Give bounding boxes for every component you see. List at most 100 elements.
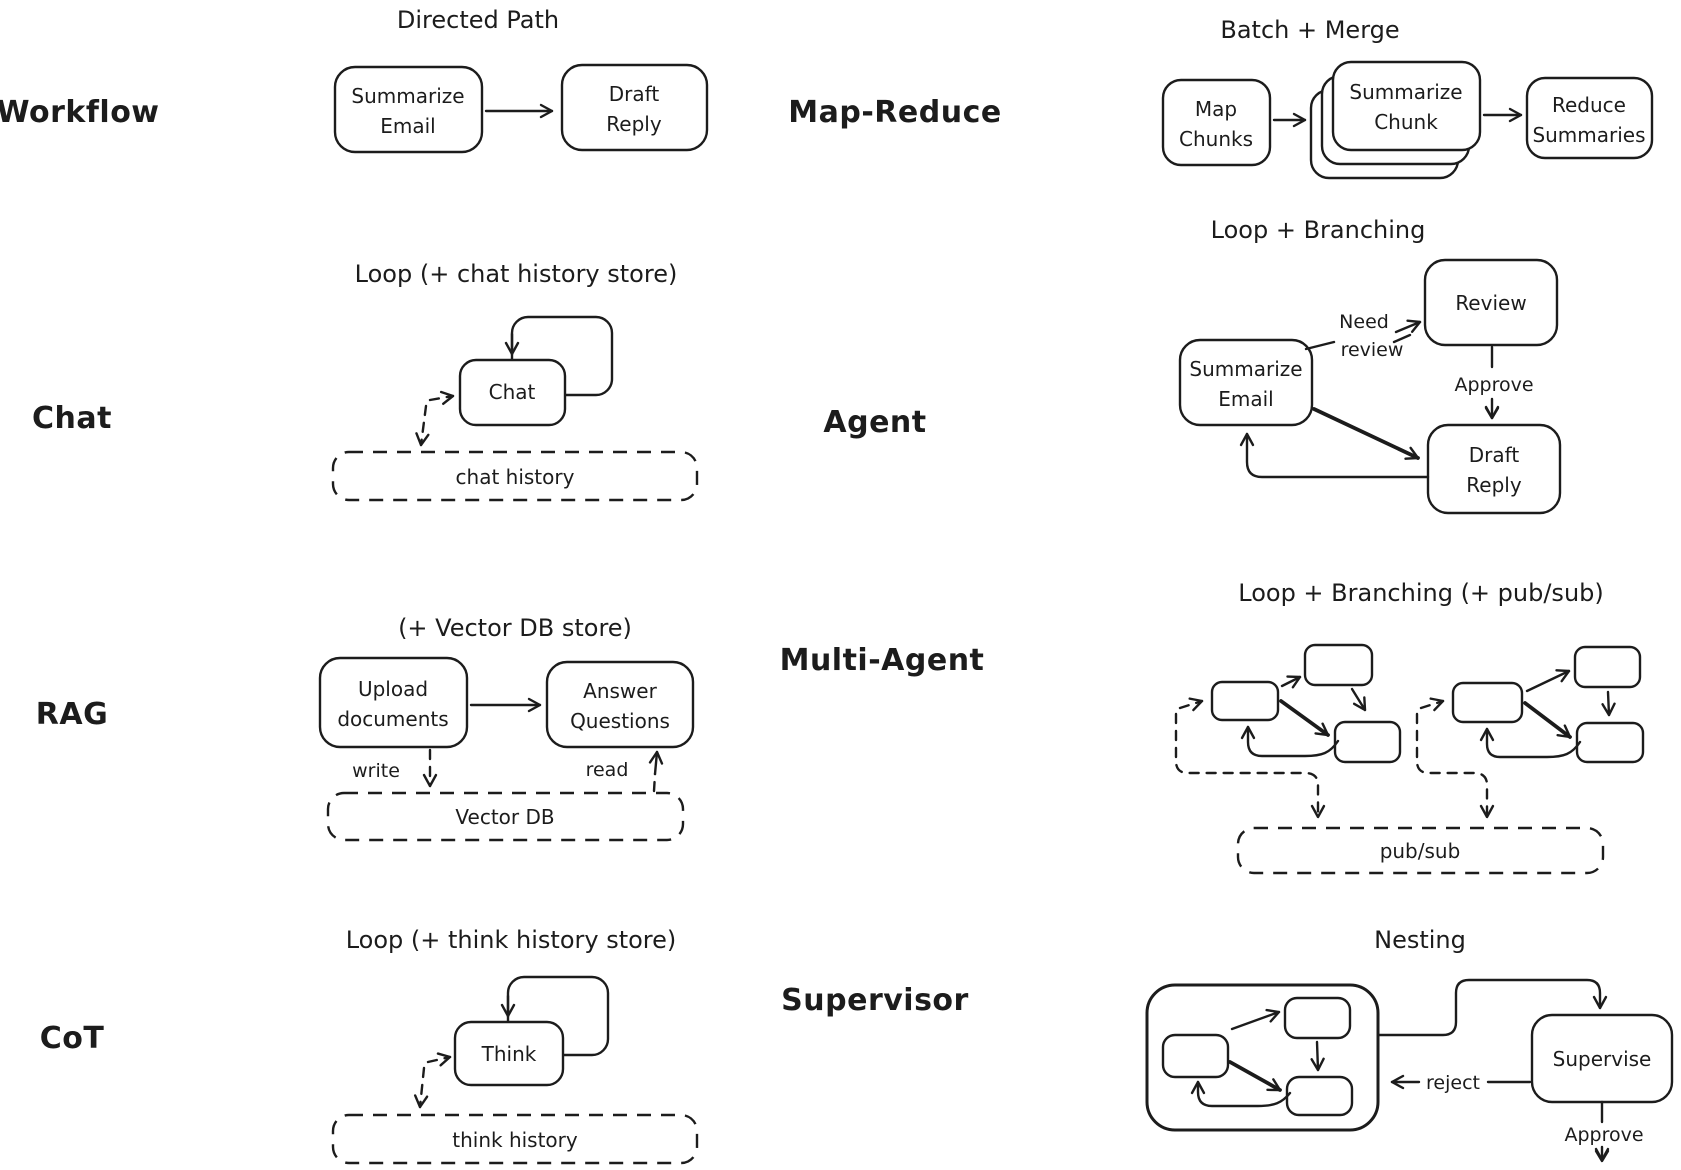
map-reduce-node-reduce-summaries-line1: Reduce	[1552, 93, 1626, 117]
supervisor-inner-bottom-node	[1285, 1075, 1354, 1117]
workflow-section-label: Workflow	[0, 95, 160, 130]
rag-node-upload-documents-line2: documents	[337, 707, 448, 731]
agent-subtitle: Loop + Branching	[1211, 216, 1426, 244]
agent-need-review-tick	[1304, 340, 1336, 351]
multi-agent-pub-sub-store	[1236, 826, 1605, 875]
agent-node-review-label: Review	[1455, 291, 1526, 315]
agent-approve-arrow-chevron2	[1484, 406, 1500, 420]
supervisor-inner-down-arrow	[1310, 1040, 1325, 1072]
supervisor-edge-reject-label: reject	[1426, 1072, 1480, 1094]
agent-node-review	[1423, 258, 1559, 347]
multi-agent-pub-sub-store-label: pub/sub	[1380, 839, 1461, 863]
map-reduce-node-map-chunks	[1161, 78, 1272, 167]
rag-vector-db-store-label: Vector DB	[455, 805, 554, 829]
cot-node	[453, 1020, 565, 1087]
agent-node-draft-reply	[1426, 423, 1562, 515]
multi-agent-left-top-node	[1303, 643, 1374, 687]
section-supervisor: Supervisor Nesting Supervise reject Appr…	[781, 926, 1674, 1163]
rag-edge-write-label: write	[352, 760, 400, 782]
supervisor-approve-arrow-chevron2	[1594, 1149, 1610, 1163]
section-rag: RAG (+ Vector DB store) Upload documents…	[36, 614, 695, 842]
workflow-node-draft-reply-line2: Reply	[606, 112, 662, 136]
multi-agent-section-label: Multi-Agent	[780, 643, 985, 678]
multi-agent-right-down-arrow	[1601, 690, 1616, 717]
agent-loop-back-arrow	[1239, 432, 1430, 479]
supervisor-inner-start-node	[1161, 1033, 1230, 1079]
supervisor-node-supervise-label: Supervise	[1553, 1047, 1652, 1071]
multi-agent-left-start-node	[1210, 680, 1280, 722]
rag-edge-read-label: read	[586, 759, 629, 781]
map-reduce-node-summarize-chunk-line1: Summarize	[1349, 80, 1462, 104]
rag-read-arrow-dashed-part	[652, 772, 657, 793]
agent-edge-approve-label: Approve	[1454, 374, 1533, 396]
cot-subtitle: Loop (+ think history store)	[346, 926, 677, 954]
cot-think-history-store	[331, 1113, 699, 1165]
supervisor-inner-branch-arrow	[1230, 1008, 1281, 1031]
workflow-node-summarize-email-line1: Summarize	[351, 84, 464, 108]
cot-store-down-arrow	[413, 1066, 429, 1109]
rag-node-answer-questions-line2: Questions	[570, 709, 670, 733]
section-chat: Chat Loop (+ chat history store) Chat ch…	[32, 260, 699, 502]
agent-node-summarize-email	[1178, 338, 1314, 427]
agent-draft-arrow	[1312, 407, 1420, 460]
multi-agent-right-start-node	[1451, 681, 1524, 724]
map-reduce-node-summarize-chunk	[1331, 60, 1482, 152]
section-map-reduce: Map-Reduce Batch + Merge Map Chunks Summ…	[788, 16, 1654, 180]
map-reduce-node-summarize-chunk-line2: Chunk	[1374, 110, 1438, 134]
chat-store-in-arrow	[428, 390, 455, 405]
multi-agent-right-sub-arrow	[1419, 697, 1445, 712]
multi-agent-right-top-node	[1573, 645, 1642, 689]
chat-node-label: Chat	[489, 380, 536, 404]
rag-node-upload-documents	[318, 656, 469, 749]
multi-agent-right-bottom-node	[1575, 721, 1645, 764]
agent-node-summarize-email-line1: Summarize	[1189, 357, 1302, 381]
agent-need-review-arrow	[1394, 319, 1422, 334]
map-reduce-section-label: Map-Reduce	[788, 95, 1001, 130]
multi-agent-left-main-arrow	[1279, 699, 1330, 737]
rag-section-label: RAG	[36, 697, 108, 732]
multi-agent-left-bottom-node	[1333, 720, 1402, 764]
multi-agent-right-main-arrow	[1523, 701, 1572, 739]
supervisor-inner-main-arrow	[1228, 1060, 1282, 1092]
chat-section-label: Chat	[32, 401, 112, 436]
workflow-node-summarize-email-line2: Email	[380, 114, 436, 138]
multi-agent-left-loop-back	[1240, 725, 1340, 758]
chat-history-store-label: chat history	[456, 465, 575, 489]
map-reduce-node-reduce-summaries-line2: Summaries	[1532, 123, 1645, 147]
map-reduce-node-reduce-summaries	[1525, 76, 1654, 160]
supervisor-escalate-path	[1376, 978, 1608, 1037]
rag-node-answer-questions-line1: Answer	[583, 679, 657, 703]
multi-agent-subtitle: Loop + Branching (+ pub/sub)	[1238, 579, 1604, 607]
workflow-node-summarize-email	[333, 65, 484, 154]
cot-think-history-store-label: think history	[452, 1128, 578, 1152]
section-cot: CoT Loop (+ think history store) Think t…	[40, 926, 699, 1165]
chat-history-store	[331, 450, 699, 502]
workflow-subtitle: Directed Path	[397, 6, 559, 34]
rag-read-arrow	[648, 750, 664, 776]
cot-section-label: CoT	[40, 1021, 105, 1056]
multi-agent-right-branch-arrow	[1525, 669, 1571, 693]
rag-vector-db-store	[326, 791, 685, 842]
agent-edge-need-review-line2: review	[1341, 339, 1404, 361]
supervisor-section-label: Supervisor	[781, 983, 969, 1018]
multi-agent-left-branch-arrow	[1280, 675, 1302, 689]
supervisor-edge-approve-label: Approve	[1564, 1124, 1643, 1146]
multi-agent-left-down-arrow	[1350, 687, 1367, 712]
multi-agent-right-loop-back	[1479, 727, 1582, 759]
agent-node-summarize-email-line2: Email	[1218, 387, 1274, 411]
agent-node-draft-reply-line2: Reply	[1466, 473, 1522, 497]
chat-subtitle: Loop (+ chat history store)	[355, 260, 678, 288]
multi-agent-right-pub-path	[1415, 712, 1495, 819]
rag-subtitle: (+ Vector DB store)	[398, 614, 632, 642]
multi-agent-left-sub-arrow	[1178, 697, 1204, 712]
agent-edge-need-review-line1: Need	[1339, 311, 1389, 333]
map-reduce-subtitle: Batch + Merge	[1220, 16, 1399, 44]
section-multi-agent: Multi-Agent Loop + Branching (+ pub/sub)	[780, 579, 1645, 875]
supervisor-inner-top-node	[1283, 996, 1352, 1040]
multi-agent-cluster-left	[1174, 643, 1402, 819]
workflow-node-draft-reply-line1: Draft	[609, 82, 660, 106]
workflow-node-draft-reply	[560, 63, 709, 152]
map-reduce-node-map-chunks-line2: Chunks	[1179, 127, 1253, 151]
